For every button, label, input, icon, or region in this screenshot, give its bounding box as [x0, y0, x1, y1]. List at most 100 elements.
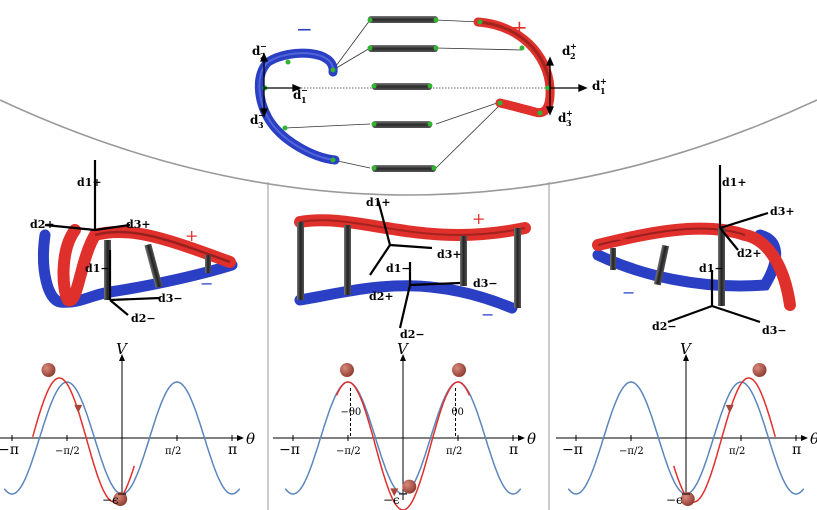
bead-2 — [452, 363, 467, 377]
bead-1 — [339, 363, 354, 377]
tick-label: −π — [0, 442, 19, 458]
p1-d2m: d2− — [131, 312, 156, 325]
panel-middle-frame: d1+ d2+ d3+ d1− d3− d2− + − — [294, 196, 531, 341]
potential-plots: −π −π/2 π/2 π Vθ −ϵ −π −π/2 π/2 π Vθ −ϵ −θ0 θ0 −π −π/2 π… — [0, 340, 817, 510]
p1-plus: + — [185, 226, 198, 245]
v-label: V — [680, 340, 693, 358]
tick-label: π — [792, 442, 801, 458]
v-label: V — [116, 340, 129, 358]
bead-3 — [402, 479, 417, 494]
svg-text:1: 1 — [301, 95, 307, 105]
p2-minus: − — [481, 305, 494, 324]
motion-arrow — [390, 488, 399, 497]
v-axis-arrow — [400, 354, 406, 361]
svg-text:+: + — [570, 41, 577, 51]
bead-2 — [113, 492, 128, 507]
v-label: V — [397, 340, 410, 358]
blue-strand — [254, 48, 340, 165]
svg-text:d: d — [562, 44, 571, 58]
epsilon-label: −ϵ — [383, 493, 400, 507]
p1-d1p: d1+ — [77, 176, 102, 189]
svg-text:−: − — [301, 85, 308, 95]
svg-text:2: 2 — [260, 51, 266, 61]
potential-plot-2: −π −π/2 π/2 π Vθ −ϵ −θ0 θ0 — [273, 340, 536, 510]
bead-1 — [41, 363, 56, 377]
tick-label: −π — [562, 442, 583, 458]
p2-d2p: d2+ — [369, 290, 394, 303]
svg-text:3: 3 — [258, 120, 264, 130]
p3-d3p: d3+ — [770, 205, 795, 218]
bead-2 — [680, 492, 695, 507]
tick-label: π — [509, 442, 518, 458]
p1-d1m: d1− — [85, 262, 110, 275]
tick-label: π/2 — [165, 446, 181, 457]
tick-label: −π/2 — [336, 446, 361, 457]
tick-label: −π — [279, 442, 300, 458]
v-axis-arrow — [683, 354, 689, 361]
p1-minus: − — [200, 274, 213, 293]
p3-d2m: d2− — [652, 320, 677, 333]
p2-d2m: d2− — [400, 328, 425, 341]
tick-label: −π/2 — [619, 446, 644, 457]
p3-d2p: d2+ — [737, 247, 762, 260]
p3-d3m: d3− — [762, 324, 787, 337]
d2-plus-label: d + 2 — [562, 41, 577, 61]
theta0-pos-label: θ0 — [452, 407, 464, 418]
p2-plus: + — [472, 209, 485, 228]
red-curve — [335, 381, 471, 510]
p3-d1p: d1+ — [722, 176, 747, 189]
panel-left-frame: d1+ d2+ d3+ d1− d3− d2− + − — [30, 160, 238, 325]
theta-axis-arrow — [237, 435, 244, 441]
bead-1 — [752, 363, 767, 377]
panel-right-frame: d1+ d3+ d2+ d1− d2− d3− + − — [592, 165, 796, 337]
tick-label: π/2 — [446, 446, 462, 457]
p3-minus: − — [622, 283, 635, 302]
tick-label: −π/2 — [55, 446, 80, 457]
motion-arrow — [74, 404, 83, 413]
motion-arrow — [725, 404, 734, 413]
d1-plus-label: d + 1 — [592, 76, 607, 96]
top-rods — [368, 16, 438, 172]
p2-d3p: d3+ — [437, 248, 462, 261]
p3-d1m: d1− — [699, 262, 724, 275]
tick-label: π — [228, 442, 237, 458]
top-diagram: − + d − 2 d − 1 d − 3 d + 2 d + 1 d + — [0, 15, 817, 196]
d1-minus-label: d − 1 — [293, 85, 308, 105]
d3-plus-label: d + 3 — [558, 108, 573, 128]
plus-sign: + — [511, 15, 528, 39]
p2-d1p: d1+ — [366, 196, 391, 209]
p2-d1m: d1− — [386, 262, 411, 275]
p1-d3m: d3− — [158, 292, 183, 305]
svg-text:d: d — [252, 44, 261, 58]
svg-text:d: d — [293, 88, 302, 102]
svg-text:+: + — [566, 108, 573, 118]
theta-axis-arrow — [518, 435, 525, 441]
p1-d2p: d2+ — [30, 218, 55, 231]
theta-axis-arrow — [801, 435, 808, 441]
potential-plot-1: −π −π/2 π/2 π Vθ −ϵ — [0, 340, 255, 507]
right-frame-arrows — [546, 56, 588, 116]
minus-sign: − — [296, 17, 313, 41]
d2-minus-label: d − 2 — [252, 41, 267, 61]
theta-label: θ — [527, 430, 536, 448]
epsilon-label: −ϵ — [666, 493, 683, 507]
svg-text:3: 3 — [566, 118, 572, 128]
red-curve — [31, 377, 136, 503]
v-axis-arrow — [119, 354, 125, 361]
epsilon-label: −ϵ — [102, 493, 119, 507]
svg-text:+: + — [600, 76, 607, 86]
theta0-neg-label: −θ0 — [340, 407, 361, 418]
left-frame-arrows — [260, 52, 302, 118]
red-curve — [672, 377, 777, 503]
dome-arc — [0, 99, 817, 196]
p2-d3m: d3− — [473, 277, 498, 290]
svg-text:−: − — [258, 110, 265, 120]
svg-text:1: 1 — [600, 86, 606, 96]
svg-text:d: d — [250, 113, 259, 127]
tick-label: π/2 — [729, 446, 745, 457]
d3-minus-label: d − 3 — [250, 110, 265, 130]
theta-label: θ — [246, 430, 255, 448]
svg-text:d: d — [558, 111, 567, 125]
